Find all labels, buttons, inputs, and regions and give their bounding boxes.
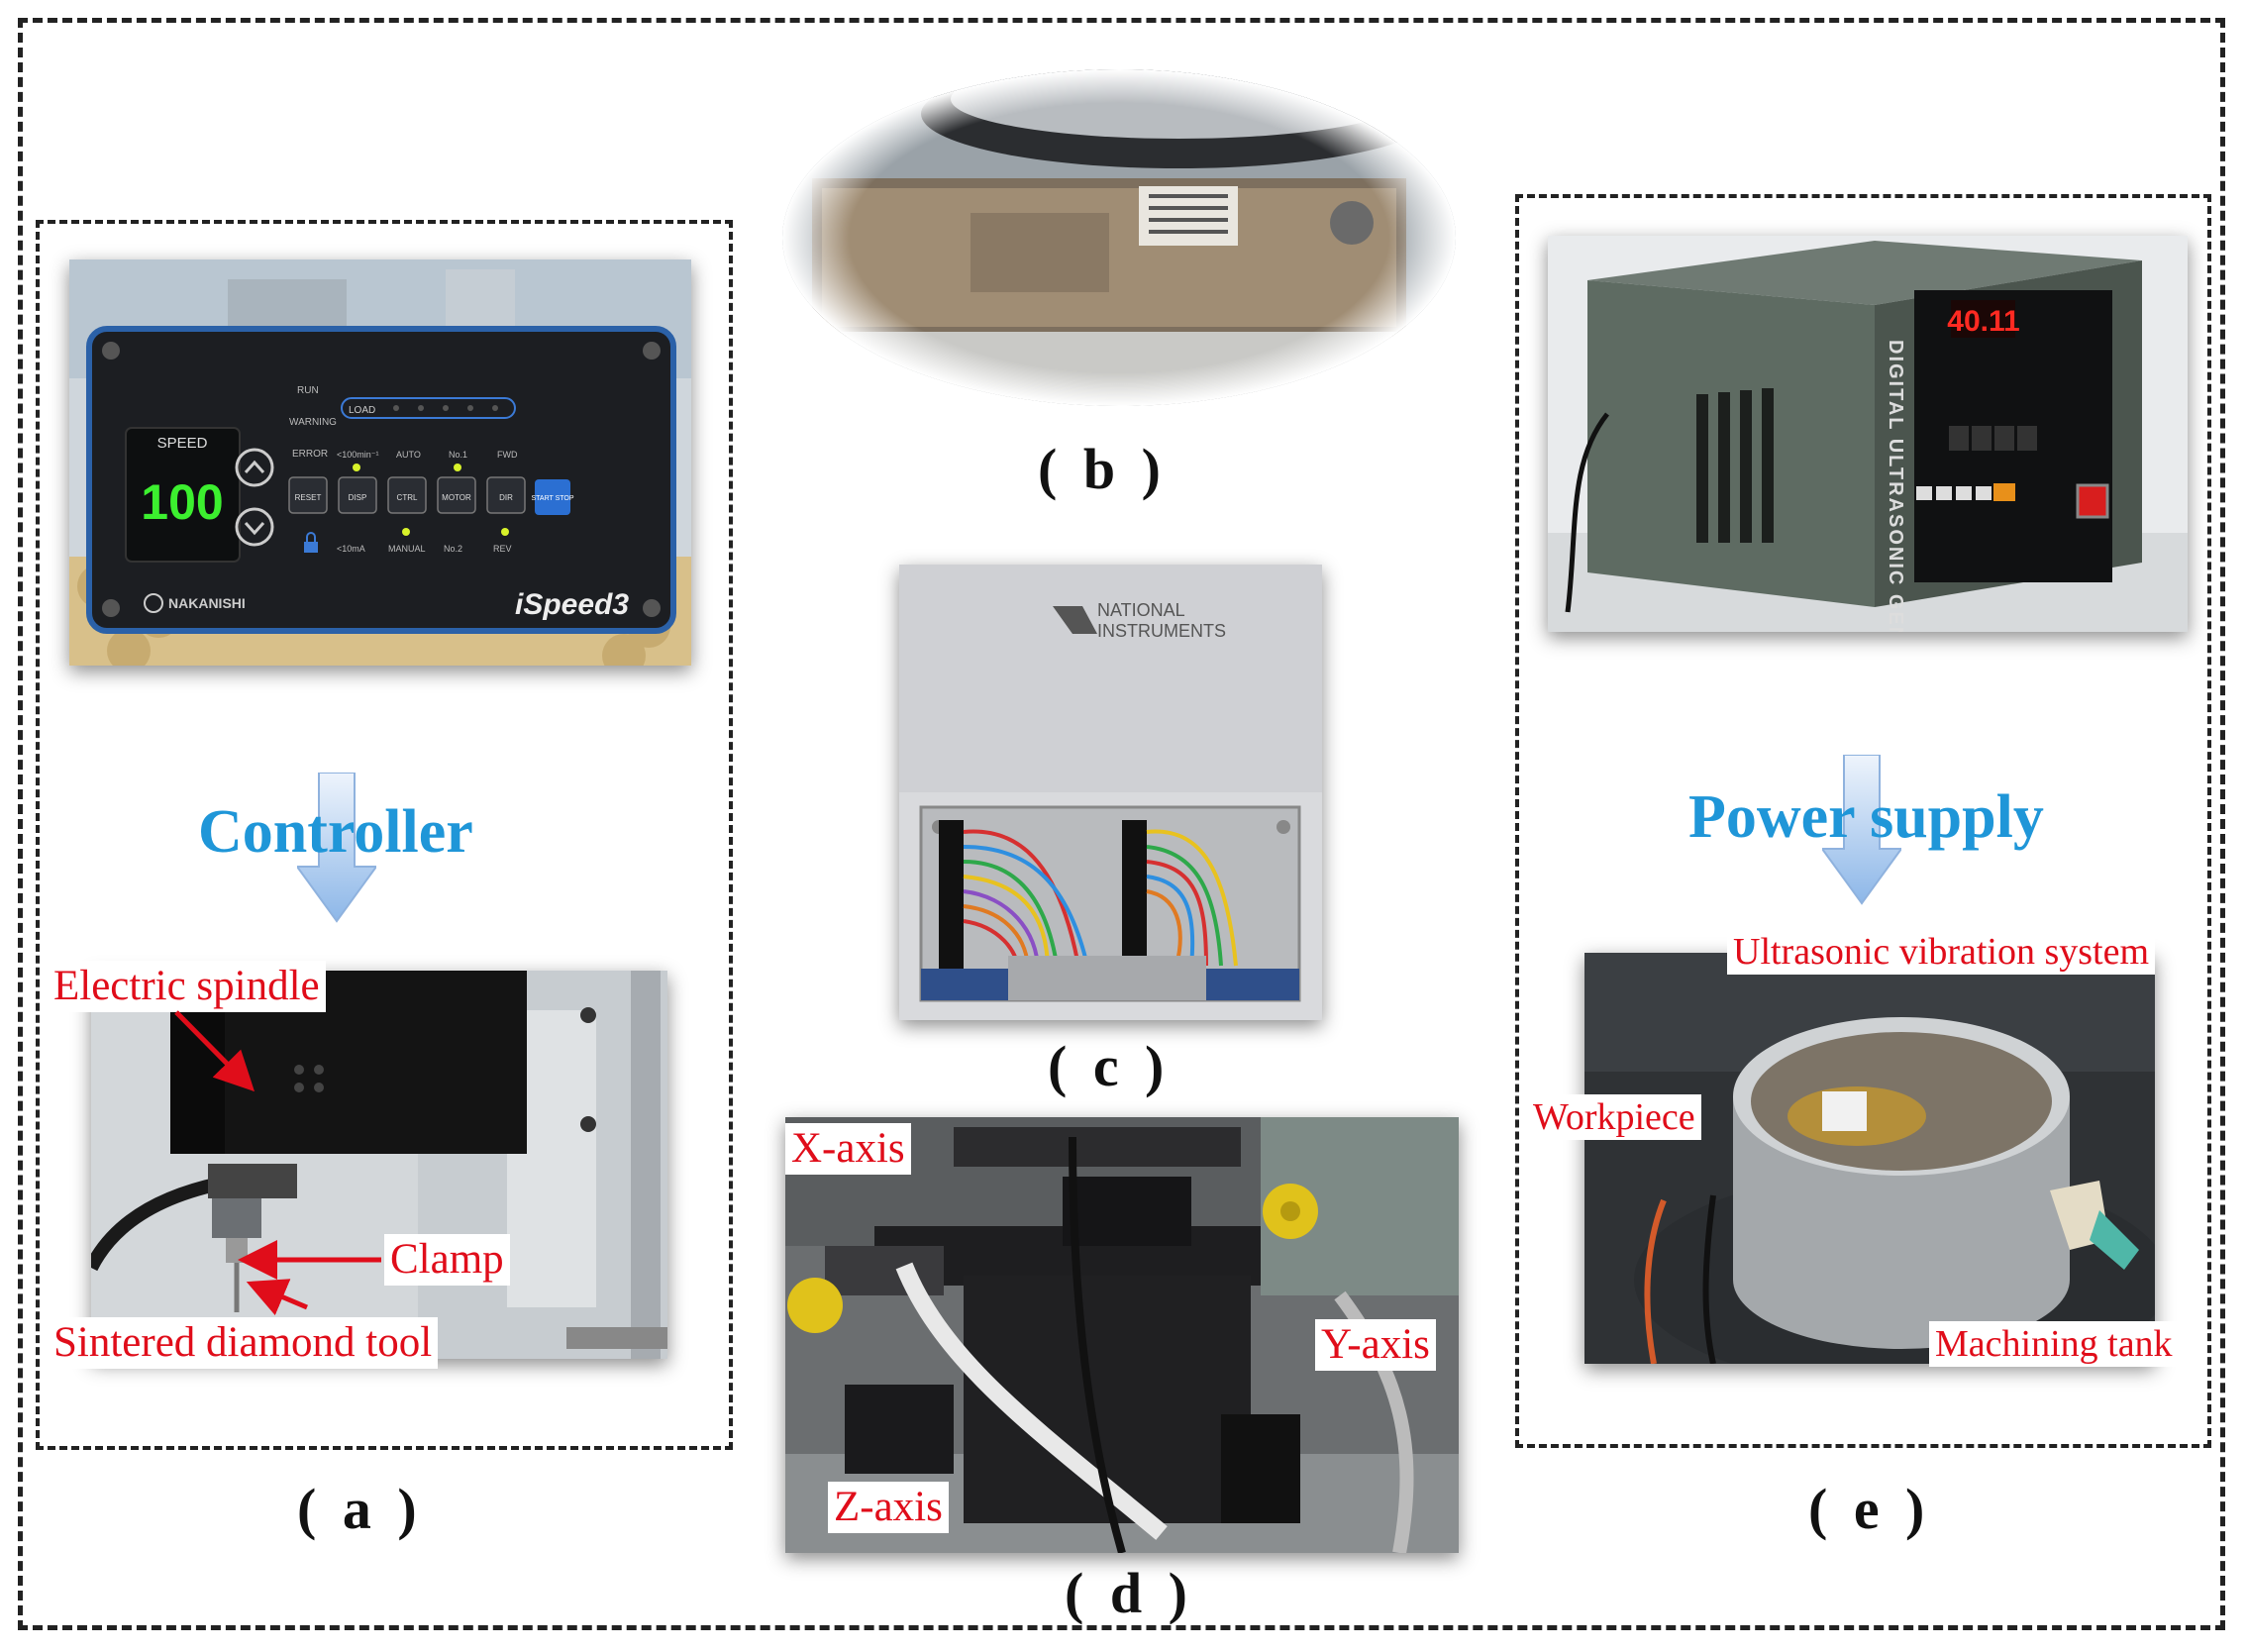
daq-brand-line2: INSTRUMENTS [1097,621,1226,641]
generator-display: 40.11 [1947,305,2019,338]
z-axis-label: Z-axis [828,1482,949,1533]
nakanishi-logo-icon [144,593,163,613]
ctrl-button-label: CTRL [397,493,418,502]
speed-value: 100 [141,474,223,530]
generator-photo: 40.11 DIGITAL ULTRASONIC GENERATOR [1548,236,2188,632]
electric-spindle-label: Electric spindle [48,961,326,1012]
generator-side-text: DIGITAL ULTRASONIC GENERATOR [1885,340,1906,632]
dir-button-label: DIR [499,493,513,502]
motor-button-label: MOTOR [442,493,471,502]
caption-e: ( e ) [1808,1477,1931,1541]
load-label: LOAD [349,405,375,416]
ultrasonic-vibration-system-label: Ultrasonic vibration system [1727,929,2156,975]
status-run: RUN [297,385,319,396]
caption-b: ( b ) [1038,437,1167,501]
speed-label: SPEED [157,435,208,452]
electric-spindle-arrow [174,1010,255,1092]
caption-a: ( a ) [297,1477,423,1541]
status-warning: WARNING [289,417,337,428]
indicator-label: <10mA [337,544,365,554]
indicator-label: No.2 [444,544,462,554]
start-stop-button-label: START STOP [531,495,573,502]
x-axis-label: X-axis [785,1123,911,1175]
machining-tank-photo [1584,953,2155,1364]
outer-frame [18,18,2225,1630]
tool-arrow [246,1279,308,1316]
arrow-down-icon [1820,754,1903,918]
xyz-stage-photo [785,1117,1459,1553]
machining-tank-label: Machining tank [1929,1321,2179,1367]
caption-d: ( d ) [1065,1561,1193,1625]
sintered-diamond-tool-label: Sintered diamond tool [48,1317,439,1369]
caption-c: ( c ) [1048,1034,1171,1098]
y-axis-label: Y-axis [1315,1319,1436,1371]
reset-button-label: RESET [295,493,322,502]
indicator-label: No.1 [449,450,467,460]
lock-icon [304,532,318,553]
indicator-label: <100min⁻¹ [337,450,379,460]
indicator-label: MANUAL [388,544,426,554]
arrow-down-icon [295,772,378,936]
load-cell-photo [782,69,1456,406]
clamp-label: Clamp [384,1234,510,1286]
panel-a-frame [36,220,733,1450]
indicator-label: AUTO [396,450,421,460]
panel-e-frame [1515,194,2211,1448]
brand-text: NAKANISHI [168,595,246,611]
controller-photo: SPEED 100 RUN WARNING ERROR LOAD <100min… [69,259,691,666]
daq-photo: NATIONAL INSTRUMENTS [899,565,1322,1020]
disp-button-label: DISP [349,493,367,502]
model-text: iSpeed3 [515,588,629,621]
indicator-label: FWD [497,450,518,460]
power-supply-title: Power supply [1688,783,2044,851]
workpiece-label: Workpiece [1527,1094,1701,1140]
indicator-label: REV [493,544,512,554]
daq-brand-line1: NATIONAL [1097,600,1185,620]
controller-title: Controller [198,798,473,866]
status-error: ERROR [292,449,328,460]
national-instruments-logo-icon [1053,606,1097,634]
